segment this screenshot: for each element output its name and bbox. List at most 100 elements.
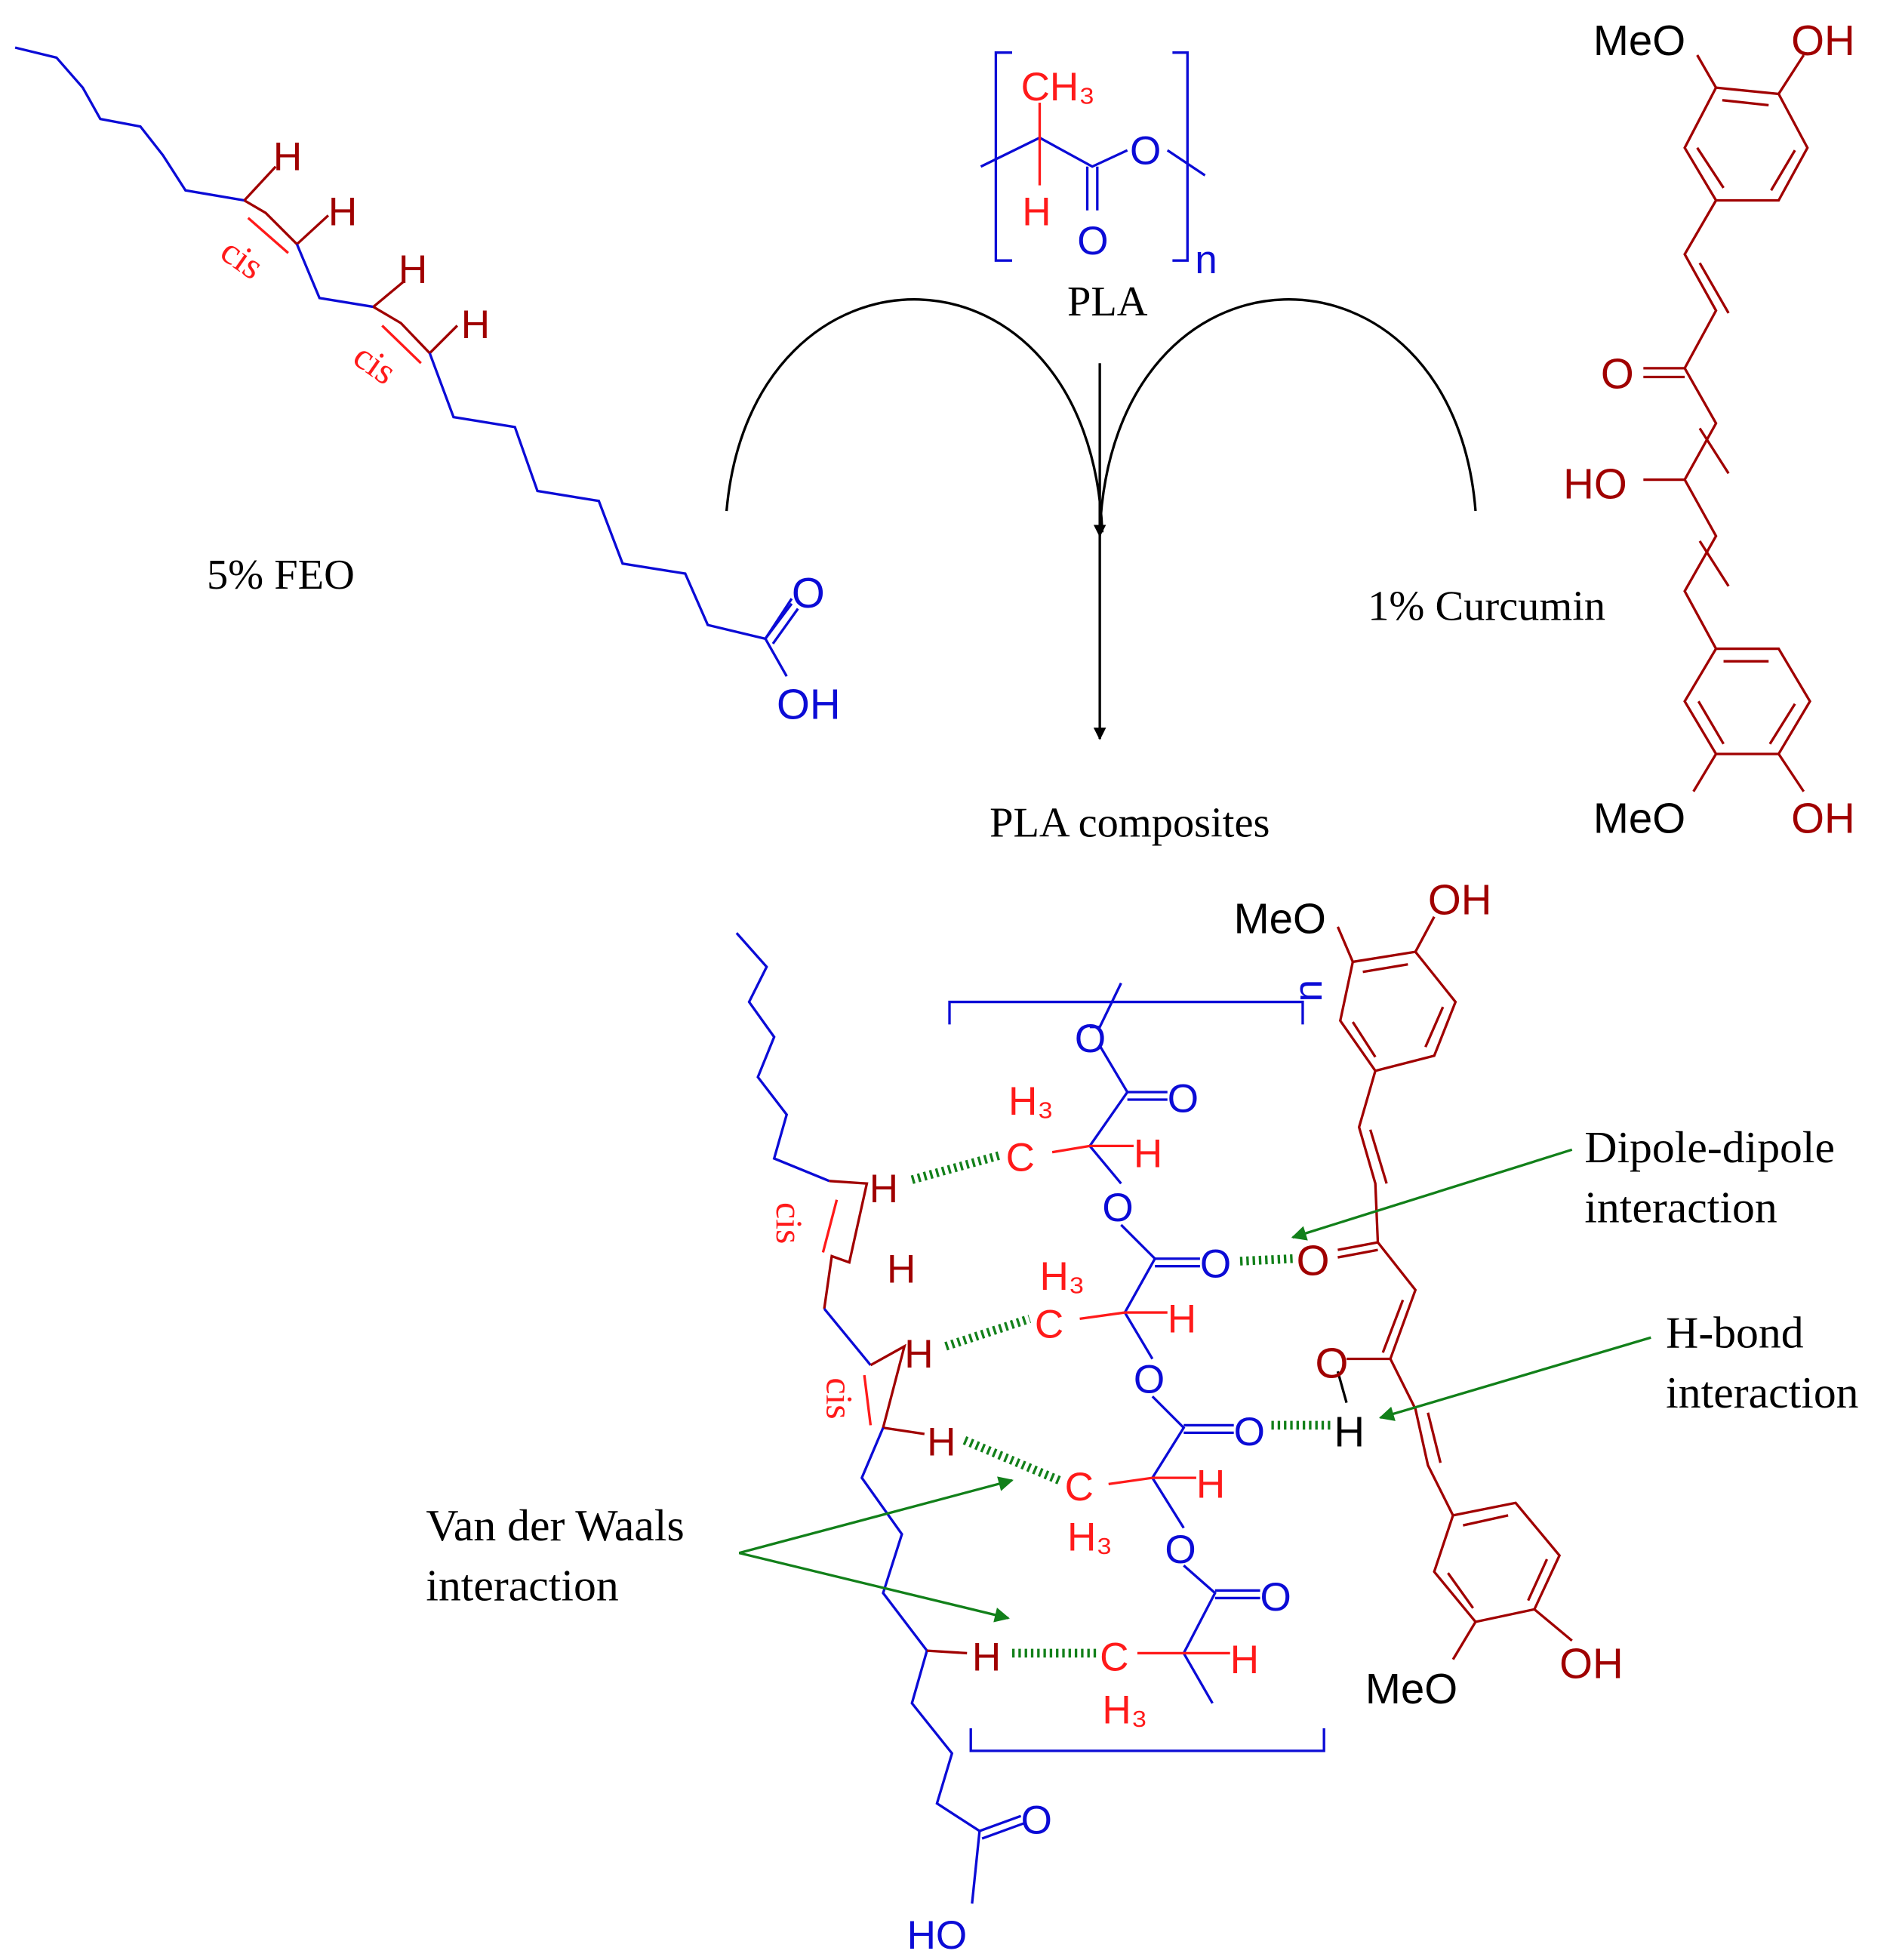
composite-pla-h3-1: H₃	[1008, 1079, 1054, 1124]
composite-feo-h-4: H	[927, 1420, 956, 1464]
composite-curcumin	[1336, 915, 1573, 1660]
composite-pla-o-6: O	[1165, 1528, 1196, 1572]
composite-pla-o-3: O	[1200, 1242, 1231, 1287]
pla-structure: CH₃ H O O n	[980, 51, 1217, 282]
feo-middle-chain	[295, 243, 374, 309]
composite-pla-backbone-4	[1150, 1395, 1186, 1529]
feo-dark-segment-1	[243, 199, 298, 245]
feo-h-bond-2b	[429, 325, 459, 355]
curcumin-chain-db1	[1698, 262, 1730, 314]
hbond-arrow	[1378, 1336, 1651, 1421]
composite-curcumin-ring-upper-db2	[1424, 1006, 1445, 1048]
dipole-label-1: Dipole-dipole	[1584, 1122, 1835, 1172]
composite-curcumin-meo-bond-lower	[1451, 1621, 1477, 1660]
composite-feo-lower	[860, 1427, 980, 1832]
curcumin-ho: HO	[1563, 460, 1627, 507]
composite-pla-o-1: O	[1168, 1077, 1199, 1122]
composite-feo-h-bond	[927, 1649, 968, 1655]
pla-ester-o: O	[1130, 128, 1161, 173]
composite-bracket-bottom	[969, 1728, 1325, 1752]
arc-left	[725, 298, 1104, 533]
hbond-label-2: interaction	[1666, 1368, 1858, 1417]
composite-curcumin-oh-bond-lower	[1533, 1608, 1573, 1642]
composite-curcumin-enol-h: H	[1334, 1408, 1365, 1456]
feo-h-label-3: H	[399, 248, 427, 292]
composite-curcumin-meo-upper: MeO	[1234, 894, 1326, 942]
composite-feo-mid	[823, 1308, 872, 1366]
composite-pla-hh-2: H	[1168, 1297, 1196, 1342]
composite-pla-backbone-3	[1120, 1223, 1157, 1360]
curcumin-chain	[1683, 199, 1718, 650]
composite-curcumin-ring-upper-db1	[1362, 963, 1408, 974]
composite-curcumin-enol-o: O	[1316, 1339, 1349, 1386]
curcumin-chain-db3	[1698, 540, 1730, 587]
feo-h-label-2: H	[328, 190, 357, 235]
dipole-label-2: interaction	[1584, 1183, 1777, 1232]
composite-curcumin-db2	[1381, 1299, 1405, 1353]
composite-feo-db2-inner	[863, 1374, 873, 1426]
pla-h: H	[1022, 190, 1051, 235]
composite-pla-o-top: O	[1075, 1017, 1106, 1061]
composite-feo-ho: HO	[907, 1913, 968, 1958]
curcumin-oh-lower: OH	[1791, 795, 1855, 842]
feo-oh-bond	[764, 638, 788, 677]
composite-pla-ch-3	[1108, 1476, 1153, 1486]
curcumin-ring-lower	[1683, 647, 1811, 755]
pla-backbone	[980, 136, 1128, 168]
feo-carbonyl-bond	[764, 602, 793, 640]
composite-bracket-top	[948, 1000, 1304, 1025]
pla-label: PLA	[1067, 278, 1148, 325]
composite-feo	[735, 932, 1024, 1904]
feo-double-bond-2	[381, 325, 422, 365]
feo-double-bond-1	[247, 217, 289, 254]
vdw-arrow-2	[738, 1552, 1010, 1623]
curcumin-meo-bond-upper	[1696, 54, 1718, 88]
composite-pla-c-2: C	[1035, 1302, 1063, 1346]
pla-bracket-left	[994, 51, 1012, 262]
composite-pla-o-2: O	[1102, 1186, 1133, 1230]
curcumin-meo-bond-lower	[1692, 753, 1717, 792]
feo-structure: H H H H cis cis O OH	[14, 46, 841, 728]
feo-alkyl-tail	[14, 46, 245, 202]
composite-pla-o-4: O	[1134, 1357, 1165, 1402]
composite-pla-c-4: C	[1100, 1635, 1128, 1680]
composite-pla-c-3: C	[1065, 1465, 1094, 1509]
composite-feo-db1-inner	[821, 1199, 839, 1253]
composite-curcumin-carbonyl-2	[1337, 1248, 1378, 1259]
composite-feo-carbonyl-2	[981, 1822, 1024, 1840]
composite-curcumin-oh-h	[1336, 1371, 1348, 1404]
composite-curcumin-oh-bond-upper	[1414, 915, 1436, 952]
interaction-dashes	[910, 1150, 1331, 1658]
feo-acid-chain	[428, 352, 793, 641]
composite-pla-h3-2: H₃	[1039, 1254, 1085, 1299]
feo-h-label-4: H	[461, 303, 490, 347]
curcumin-ring-lower-db3	[1697, 700, 1725, 745]
composite-pla-hh-1: H	[1134, 1132, 1162, 1177]
composite-pla-backbone-2	[1088, 1045, 1129, 1185]
arc-right	[1098, 298, 1477, 533]
product-label: PLA composites	[990, 799, 1270, 846]
curcumin-ring-lower-db2	[1768, 703, 1796, 745]
pla-backbone-end	[1166, 149, 1206, 177]
composite-cis-2: cis	[818, 1377, 860, 1419]
composite-feo-tail	[735, 932, 830, 1183]
composite-curcumin-ring-lower-db1	[1463, 1514, 1509, 1527]
curcumin-ring-upper	[1683, 86, 1809, 202]
composite-pla-o-5: O	[1234, 1410, 1265, 1454]
curcumin-carbonyl-o: O	[1601, 349, 1634, 397]
curcumin-oh-upper: OH	[1791, 17, 1855, 64]
composite-feo-db2	[869, 1343, 925, 1435]
composite-feo-h-3: H	[904, 1332, 933, 1377]
curcumin-structure	[1643, 54, 1811, 792]
feo-dark-segment-2	[372, 306, 431, 355]
composite-curcumin-oh-upper: OH	[1428, 875, 1492, 923]
composite-curcumin-ring-lower	[1433, 1501, 1562, 1623]
composite-curcumin-carbonyl	[1337, 1241, 1378, 1251]
feo-h-bond-1b	[296, 214, 330, 245]
composite-curcumin-ring-lower-db2	[1527, 1558, 1549, 1602]
pla-n: n	[1195, 238, 1217, 282]
feo-oh: OH	[777, 681, 841, 728]
curcumin-ring-upper-db1	[1722, 99, 1769, 107]
composite-pla-c-1: C	[1006, 1136, 1035, 1180]
